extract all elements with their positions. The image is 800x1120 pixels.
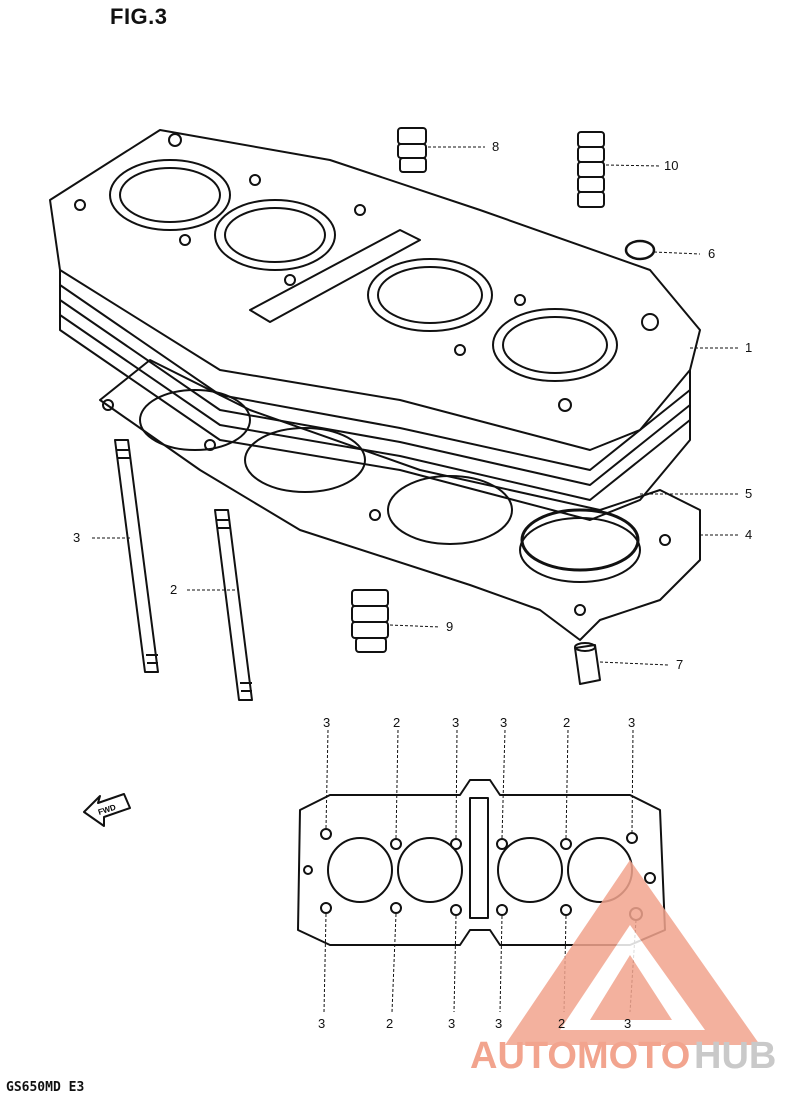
seal-ring [624, 239, 656, 261]
figure-title: FIG.3 [110, 4, 168, 29]
bolt-label-bottom: 2 [558, 1016, 565, 1031]
bolt-label-bottom: 3 [624, 1016, 631, 1031]
bolt-label-bottom: 2 [386, 1016, 393, 1031]
dowel-pin [574, 642, 601, 685]
callout-7: 7 [676, 657, 683, 672]
callout-1: 1 [745, 340, 752, 355]
callout-9: 9 [446, 619, 453, 634]
callout-8: 8 [492, 139, 499, 154]
callout-4: 4 [745, 527, 752, 542]
bolt-label-top: 3 [500, 715, 507, 730]
callout-10: 10 [664, 158, 678, 173]
bolt-label-top: 2 [563, 715, 570, 730]
base-gasket [99, 359, 701, 641]
bolt-label-bottom: 3 [448, 1016, 455, 1031]
cylinder-block [49, 129, 701, 521]
model-code: GS650MD E3 [6, 1080, 85, 1095]
damper-10 [577, 131, 605, 208]
bolt-label-top: 3 [452, 715, 459, 730]
callout-3: 3 [73, 530, 80, 545]
stud-bolt-long [114, 439, 159, 673]
damper-9 [351, 589, 389, 653]
automotohub-logo [505, 860, 760, 1045]
fwd-arrow-icon [83, 793, 131, 827]
leader-lines [90, 146, 738, 666]
bolt-label-top: 3 [323, 715, 330, 730]
watermark-text-main: AUTOMOTO [470, 1035, 690, 1077]
watermark-text-accent: HUB [694, 1035, 776, 1077]
stud-bolt-short [214, 509, 253, 701]
bolt-label-top: 3 [628, 715, 635, 730]
callout-2: 2 [170, 582, 177, 597]
bolt-label-bottom: 3 [318, 1016, 325, 1031]
o-ring [520, 508, 640, 572]
damper-8 [397, 127, 427, 173]
bolt-label-top: 2 [393, 715, 400, 730]
bolt-label-bottom: 3 [495, 1016, 502, 1031]
callout-5: 5 [745, 486, 752, 501]
callout-6: 6 [708, 246, 715, 261]
